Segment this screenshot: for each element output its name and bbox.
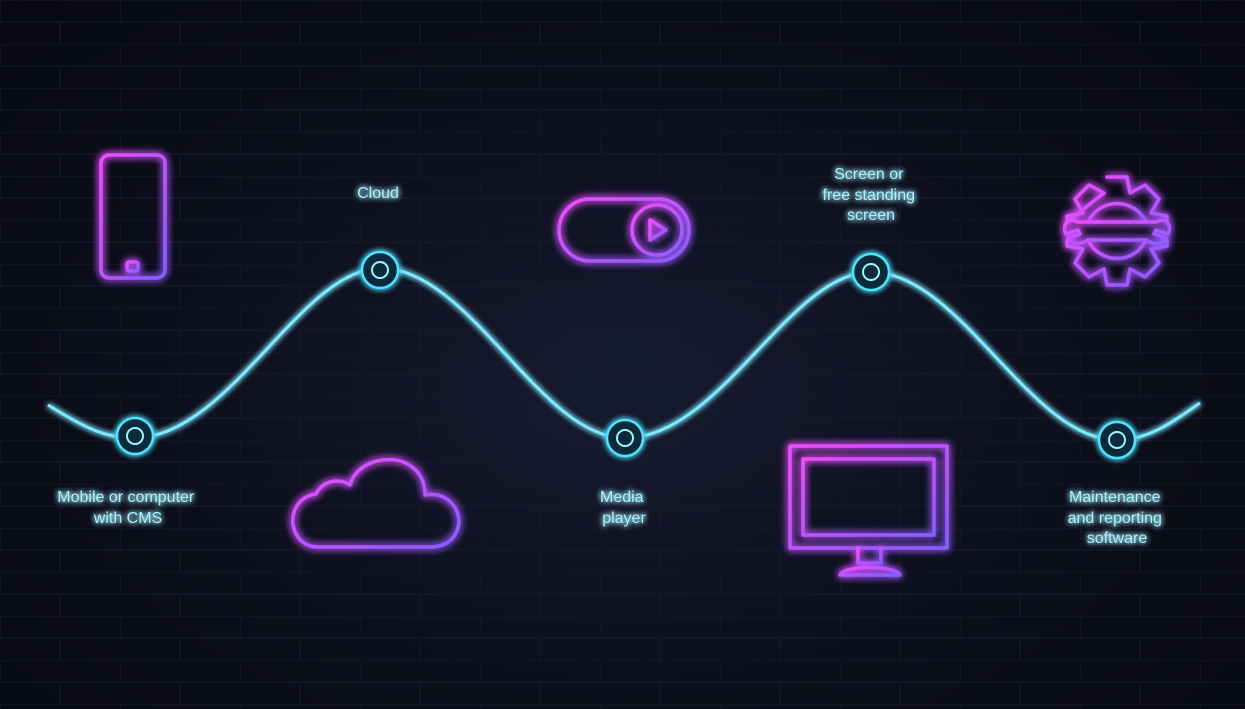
- label-screen: Screen or free standing screen: [823, 166, 920, 224]
- label-maintenance: Maintenance and reporting software: [1068, 489, 1167, 547]
- monitor-icon: [788, 444, 949, 577]
- cloud-icon: [291, 457, 461, 549]
- smartphone-icon: [99, 153, 167, 280]
- timeline-nodes: [115, 250, 1137, 460]
- label-media-player: Media player: [600, 489, 648, 527]
- node-screen: [851, 252, 891, 292]
- node-cloud: [360, 250, 400, 290]
- media-player-icon: [557, 197, 691, 263]
- connector-dots: [133, 316, 1119, 414]
- node-media-player: [605, 418, 645, 458]
- label-cloud: Cloud: [357, 185, 399, 202]
- label-cms: Mobile or computer with CMS: [57, 489, 198, 527]
- gear-wrench-icon: [1062, 175, 1172, 287]
- node-cms: [115, 416, 155, 456]
- node-maintenance: [1097, 420, 1137, 460]
